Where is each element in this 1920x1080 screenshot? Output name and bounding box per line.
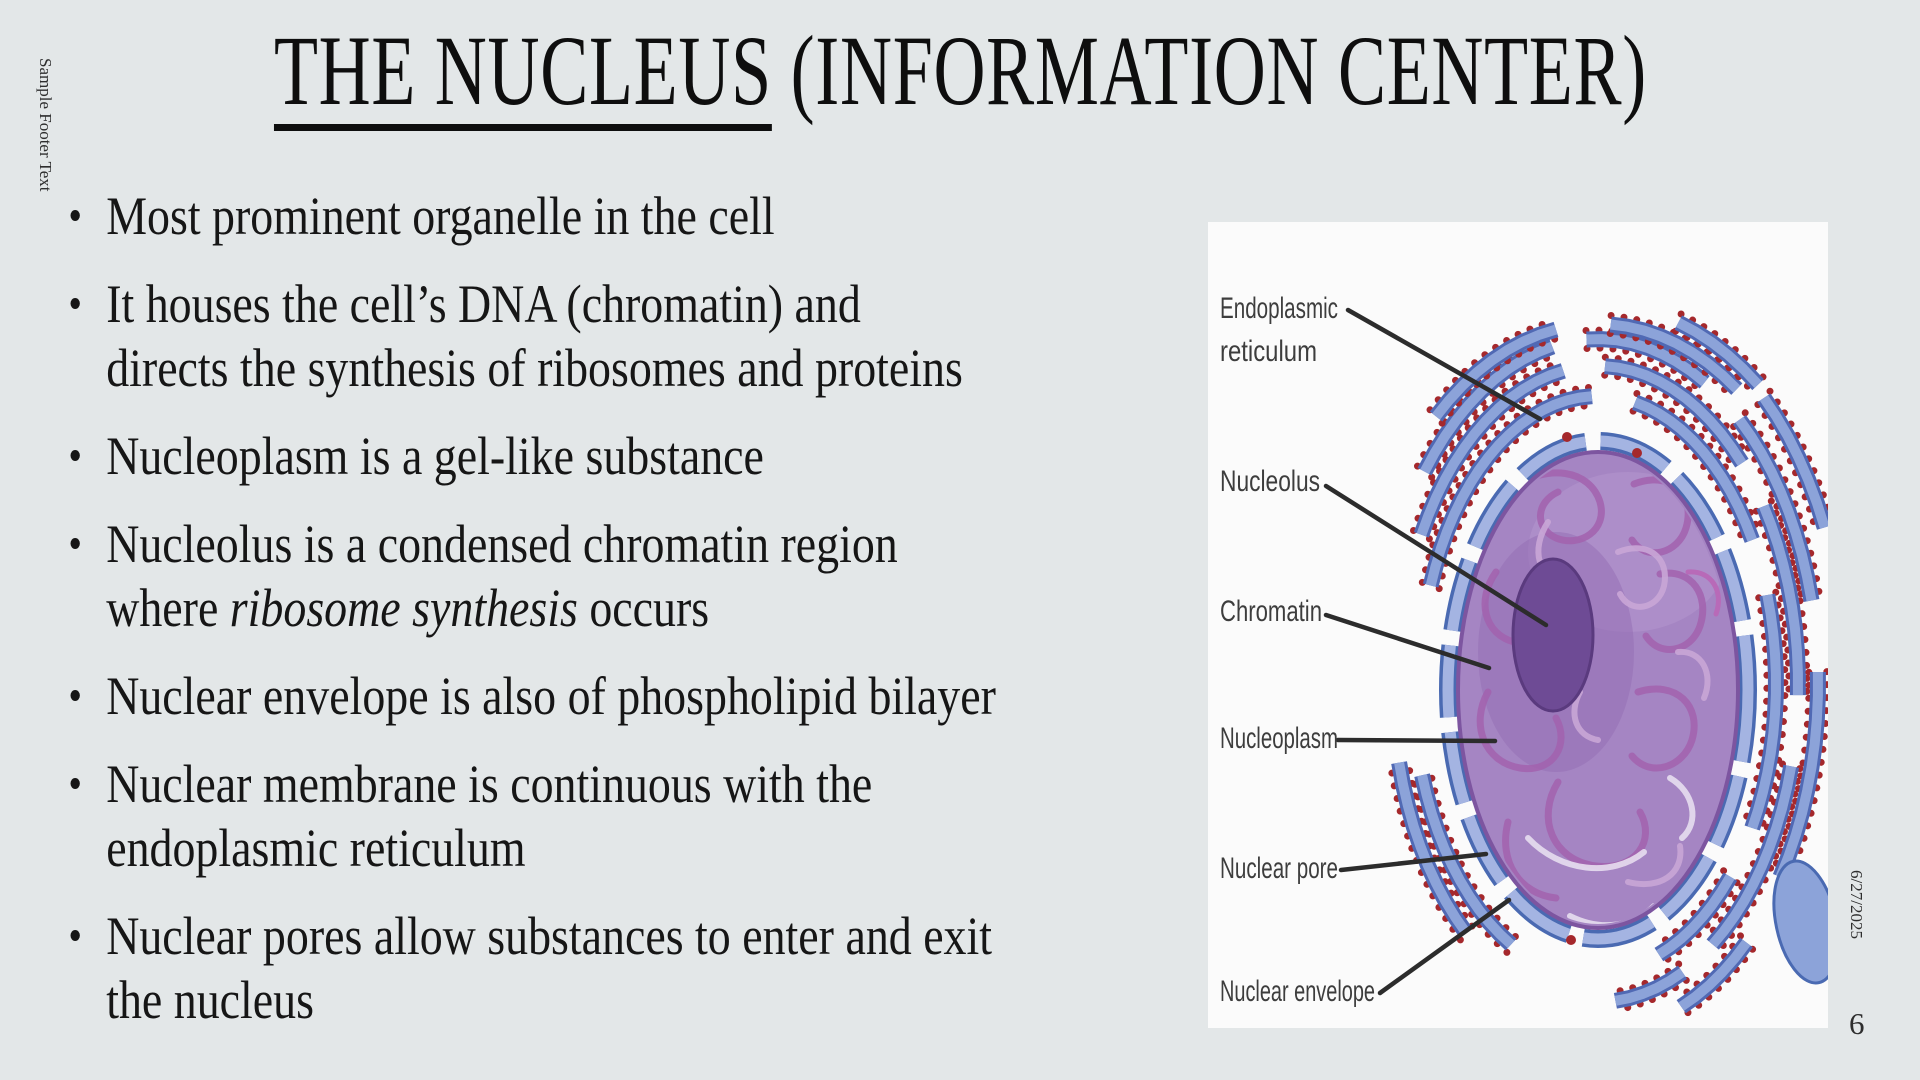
er-ribbon bbox=[1652, 867, 1728, 950]
er-ribbon bbox=[1583, 344, 1704, 394]
er-ribbon bbox=[1769, 668, 1813, 876]
er-ribbon bbox=[1435, 401, 1596, 593]
er-ribbon bbox=[1427, 768, 1519, 940]
er-ribbon bbox=[1418, 383, 1595, 586]
er-ribbon bbox=[1677, 310, 1768, 381]
page-title: THE NUCLEUS (INFORMATION CENTER) bbox=[0, 16, 1920, 155]
er-ribbon bbox=[1775, 672, 1823, 879]
er-ribbon bbox=[1601, 353, 1752, 461]
er-ribbon bbox=[1394, 761, 1471, 936]
bullet-item-6: Nuclear membrane is continuous with the … bbox=[62, 752, 1040, 880]
leader-lines bbox=[1323, 307, 1549, 996]
er-ribbon bbox=[1704, 760, 1786, 941]
er-ribbon bbox=[1432, 324, 1558, 420]
bullet-text: Most prominent organelle in the cell bbox=[106, 186, 775, 246]
nucleolus-illustration bbox=[1511, 557, 1595, 713]
er-ribbon bbox=[1606, 330, 1736, 400]
er-ribbon bbox=[1674, 932, 1744, 1002]
er-ribbon bbox=[1656, 874, 1735, 959]
er-ribbon bbox=[1416, 366, 1565, 537]
er-ribbon bbox=[1708, 765, 1797, 948]
title-rest-part: (INFORMATION CENTER) bbox=[771, 15, 1647, 126]
er-ribbon bbox=[1420, 341, 1555, 474]
er-ribbon bbox=[1426, 317, 1558, 414]
bullet-text: It houses the cell’s DNA (chromatin) and bbox=[106, 274, 861, 334]
bullet-text: Nuclear pores allow substances to enter … bbox=[106, 906, 993, 966]
label-nuclear-envelope: Nuclear envelope bbox=[1220, 975, 1375, 1008]
er-ribbon bbox=[1425, 391, 1593, 587]
er-ribbon bbox=[1740, 594, 1771, 827]
bullet-text: where ribosome synthesis occurs bbox=[106, 578, 710, 638]
bullet-item-5: Nuclear envelope is also of phospholipid… bbox=[62, 664, 1040, 728]
nucleus-diagram-image: Endoplasmic reticulum Nucleolus Chromati… bbox=[1208, 222, 1828, 1028]
bullet-item-7: Nuclear pores allow substances to enter … bbox=[62, 904, 1040, 1032]
er-ribbon bbox=[1759, 395, 1828, 529]
er-ribbon bbox=[1586, 334, 1708, 387]
bullet-text: the nucleus bbox=[106, 970, 314, 1030]
er-ribbon bbox=[1601, 371, 1739, 473]
er-ribbon bbox=[1611, 960, 1683, 996]
er-ribbon bbox=[1425, 376, 1569, 543]
er-ribbon bbox=[1417, 774, 1515, 949]
er-ribbon bbox=[1752, 507, 1793, 699]
bullet-text: directs the synthesis of ribosomes and p… bbox=[106, 338, 963, 398]
er-ribbon bbox=[1610, 319, 1741, 393]
bullet-text: Nuclear membrane is continuous with the bbox=[106, 754, 873, 814]
bullet-item-1: Most prominent organelle in the cell bbox=[62, 184, 1040, 248]
er-ribbon bbox=[1410, 774, 1511, 956]
er-ribbon bbox=[1633, 390, 1764, 539]
er-ribbon bbox=[1658, 879, 1741, 967]
er-ribbon bbox=[1678, 939, 1751, 1011]
er-ribbon bbox=[1681, 945, 1757, 1019]
er-cistern-blob bbox=[1772, 859, 1828, 985]
er-ribbon bbox=[1756, 588, 1789, 836]
bullet-text: Nuclear envelope is also of phospholipid… bbox=[106, 666, 996, 726]
er-ribbon bbox=[1741, 409, 1824, 602]
er-ribbon bbox=[1629, 407, 1748, 548]
bullet-item-2: It houses the cell’s DNA (chromatin) and… bbox=[62, 272, 1040, 400]
title-underlined-part: THE NUCLEUS bbox=[273, 15, 772, 126]
er-ribbon bbox=[1730, 423, 1807, 607]
label-endoplasmic-reticulum: Endoplasmic bbox=[1220, 292, 1338, 325]
er-ribbon bbox=[1672, 327, 1756, 396]
er-ribbon bbox=[1438, 334, 1561, 427]
label-chromatin: Chromatin bbox=[1220, 595, 1322, 628]
er-ribbon bbox=[1747, 594, 1781, 830]
footer-date-text: 6/27/2025 bbox=[1847, 870, 1866, 939]
label-nucleoplasm: Nucleoplasm bbox=[1220, 722, 1338, 755]
label-nuclear-pore: Nuclear pore bbox=[1220, 852, 1338, 885]
er-ribbon bbox=[1633, 397, 1757, 542]
er-ribbon bbox=[1735, 416, 1817, 602]
ribosome-dots bbox=[1562, 432, 1642, 945]
label-nucleolus: Nucleolus bbox=[1220, 465, 1320, 498]
er-ribbon bbox=[1714, 765, 1804, 956]
italic-phrase: ribosome synthesis bbox=[229, 578, 578, 638]
er-ribbon bbox=[1754, 401, 1820, 535]
er-ribbon bbox=[1607, 312, 1746, 386]
label-endoplasmic-reticulum-2: reticulum bbox=[1220, 335, 1317, 368]
bullet-list: Most prominent organelle in the cell It … bbox=[62, 184, 1040, 1056]
diagram-labels: Endoplasmic reticulum Nucleolus Chromati… bbox=[1220, 292, 1375, 1008]
nuclear-envelope-illustration bbox=[1439, 432, 1757, 948]
er-ribbon bbox=[1612, 976, 1690, 1014]
er-ribbon bbox=[1614, 968, 1686, 1006]
er-ribbon bbox=[1675, 318, 1762, 389]
bullet-text: endoplasmic reticulum bbox=[106, 818, 526, 878]
er-ribbon bbox=[1784, 668, 1828, 886]
bullet-item-3: Nucleoplasm is a gel-like substance bbox=[62, 424, 1040, 488]
bullet-item-4: Nucleolus is a condensed chromatin regio… bbox=[62, 512, 1040, 640]
er-ribbon bbox=[1410, 358, 1566, 534]
bullet-text: Nucleolus is a condensed chromatin regio… bbox=[106, 514, 898, 574]
er-ribbon bbox=[1604, 361, 1747, 466]
page-number: 6 bbox=[1849, 1006, 1865, 1041]
bullet-text: Nucleoplasm is a gel-like substance bbox=[106, 426, 764, 486]
er-ribbon bbox=[1759, 504, 1803, 696]
endoplasmic-reticulum-illustration bbox=[1386, 310, 1828, 1019]
er-ribbon bbox=[1404, 756, 1476, 930]
er-ribbon bbox=[1766, 387, 1828, 521]
